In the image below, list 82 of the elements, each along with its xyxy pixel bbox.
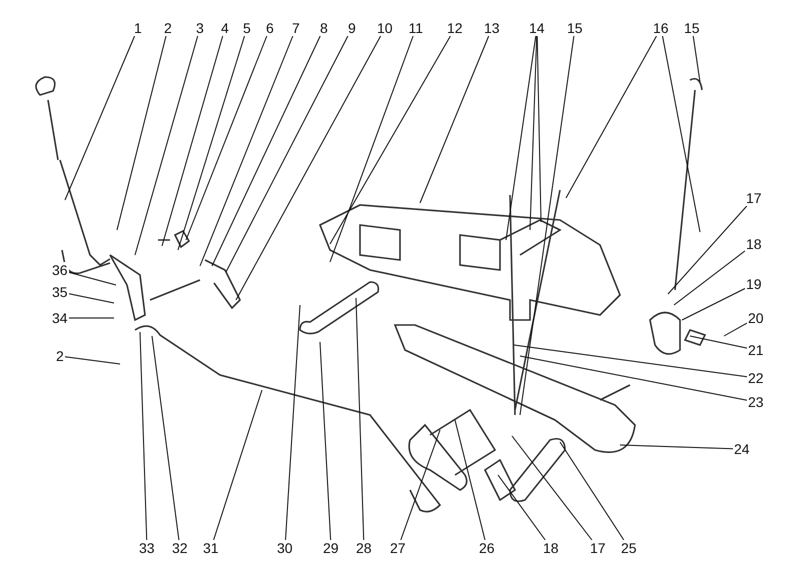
callout-number: 1: [133, 20, 143, 36]
leader-line: [400, 430, 440, 540]
callout-number: 2: [163, 20, 173, 36]
leader-line: [64, 36, 136, 200]
callout-number: 27: [389, 540, 407, 556]
leader-line: [682, 288, 746, 320]
callout-number: 18: [745, 236, 763, 252]
leader-line: [454, 420, 486, 540]
callout-number: 3: [195, 20, 205, 36]
callout-number: 26: [478, 540, 496, 556]
leader-line: [213, 390, 262, 540]
leader-line: [514, 344, 748, 378]
callout-number: 19: [745, 276, 763, 292]
leader-line: [560, 442, 624, 540]
leader-line: [620, 444, 734, 450]
callout-number: 12: [446, 20, 464, 36]
callout-number: 7: [291, 20, 301, 36]
callout-number: 18: [542, 540, 560, 556]
callout-number: 29: [322, 540, 340, 556]
callout-number: 23: [747, 394, 765, 410]
leader-line: [536, 36, 542, 222]
callout-number: 32: [171, 540, 189, 556]
callout-number: 13: [483, 20, 501, 36]
callout-number: 17: [589, 540, 607, 556]
leader-line: [512, 436, 592, 540]
leader-line: [320, 342, 332, 540]
leader-line: [690, 336, 748, 349]
callout-number: 24: [733, 441, 751, 457]
callout-number: 11: [408, 20, 424, 36]
leader-line: [285, 304, 300, 540]
callout-number: 17: [745, 190, 763, 206]
leader-line: [674, 250, 746, 306]
callout-number: 21: [747, 342, 765, 358]
leader-line: [68, 293, 114, 304]
leader-line: [162, 36, 224, 246]
leader-line: [236, 36, 382, 300]
callout-number: 30: [276, 540, 294, 556]
callout-number: 35: [51, 284, 69, 300]
leader-line: [186, 36, 268, 240]
callout-number: 14: [528, 20, 546, 36]
callout-number: 15: [566, 20, 584, 36]
leader-line: [330, 36, 414, 262]
leader-line: [566, 36, 657, 198]
leader-line: [68, 272, 116, 286]
leader-line: [530, 36, 538, 230]
callout-number: 10: [376, 20, 394, 36]
leader-line: [178, 36, 245, 250]
callout-number: 22: [747, 370, 765, 386]
callout-number: 25: [620, 540, 638, 556]
callout-number: 20: [747, 310, 765, 326]
leader-line: [152, 336, 180, 540]
leader-line: [330, 36, 451, 244]
callout-number: 2: [55, 348, 65, 364]
leader-line: [668, 206, 748, 294]
leader-line: [64, 356, 120, 364]
leader-line: [212, 36, 321, 266]
leader-line: [692, 36, 700, 82]
leader-line: [134, 36, 198, 256]
callout-number: 36: [51, 262, 69, 278]
callout-number: 5: [242, 20, 252, 36]
leader-line: [420, 36, 490, 204]
leader-line: [498, 474, 546, 540]
leader-line: [724, 322, 748, 336]
callout-number: 9: [347, 20, 357, 36]
callout-number: 16: [652, 20, 670, 36]
callout-number: 15: [683, 20, 701, 36]
callout-number: 6: [265, 20, 275, 36]
leader-line: [662, 36, 700, 232]
leader-line: [520, 356, 748, 401]
leader-line: [200, 36, 294, 266]
callout-number: 28: [355, 540, 373, 556]
leader-line: [140, 332, 148, 540]
leader-line: [506, 36, 536, 240]
leader-line: [116, 36, 166, 230]
leader-line: [356, 298, 364, 540]
callout-number: 8: [319, 20, 329, 36]
callout-number: 34: [51, 310, 69, 326]
callout-number: 31: [202, 540, 220, 556]
leader-line: [226, 36, 348, 272]
leader-line: [520, 36, 574, 416]
callout-number: 4: [220, 20, 230, 36]
callout-number: 33: [138, 540, 156, 556]
